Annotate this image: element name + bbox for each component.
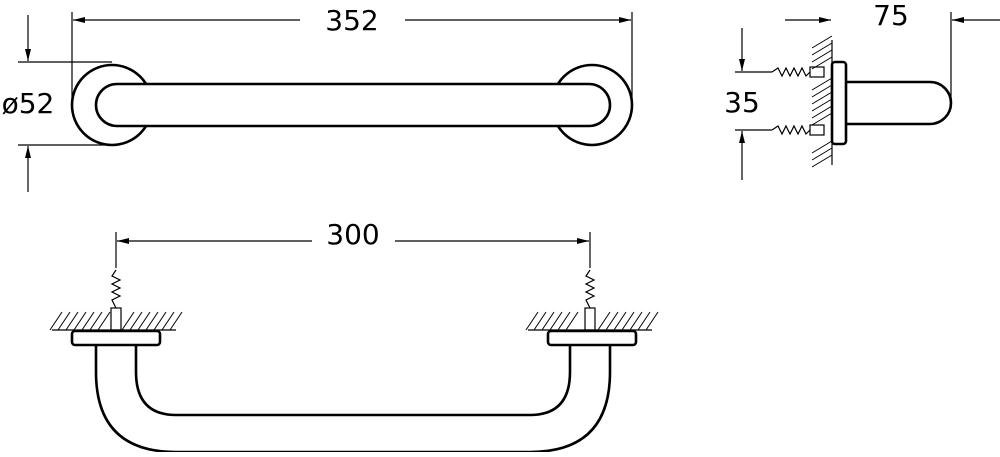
hatch-line bbox=[605, 311, 619, 331]
hatch-line bbox=[97, 311, 111, 331]
dim-rosette-diameter: ø52 bbox=[2, 87, 55, 120]
hatch-line bbox=[811, 112, 833, 126]
dim-projection: 75 bbox=[873, 0, 909, 32]
hatch-line bbox=[169, 311, 183, 331]
hatch-line bbox=[811, 42, 833, 56]
hatch-line bbox=[629, 311, 643, 331]
hatch-line bbox=[811, 140, 833, 154]
hatch-line bbox=[811, 147, 833, 161]
hatch-line bbox=[549, 311, 563, 331]
hatch-line bbox=[637, 311, 651, 331]
dim-bar-offset: 35 bbox=[724, 86, 760, 119]
dim-fixing-centres: 300 bbox=[326, 218, 379, 251]
hatch-line bbox=[65, 311, 79, 331]
hatch-line bbox=[73, 311, 87, 331]
hatch-line bbox=[525, 311, 539, 331]
side-view: 75 35 bbox=[724, 0, 1000, 180]
hatch-line bbox=[811, 91, 833, 105]
hatch-line bbox=[81, 311, 95, 331]
grab-bar bbox=[94, 82, 612, 128]
wall-hatching-top-view bbox=[49, 311, 659, 331]
hatch-line bbox=[645, 311, 659, 331]
hatch-line bbox=[811, 35, 833, 49]
hatch-line bbox=[137, 311, 151, 331]
front-view: 352 ø52 bbox=[2, 4, 634, 192]
hatch-line bbox=[153, 311, 167, 331]
rosette-right-top bbox=[546, 329, 638, 347]
rosette-plate bbox=[830, 60, 848, 146]
screw-lower bbox=[771, 124, 825, 136]
hatch-line bbox=[145, 311, 159, 331]
hatch-line bbox=[597, 311, 611, 331]
dim-total-length: 352 bbox=[325, 4, 378, 37]
top-view: 300 bbox=[49, 218, 659, 454]
hatch-line bbox=[565, 311, 579, 331]
hatch-line bbox=[613, 311, 627, 331]
hatch-line bbox=[541, 311, 555, 331]
hatch-line bbox=[533, 311, 547, 331]
bar-inner bbox=[134, 345, 572, 417]
bar-outer bbox=[94, 345, 612, 454]
hatch-line bbox=[811, 84, 833, 98]
screw-left bbox=[110, 269, 122, 331]
hatch-line bbox=[89, 311, 103, 331]
hatch-line bbox=[811, 98, 833, 112]
hatch-line bbox=[121, 311, 135, 331]
hatch-line bbox=[161, 311, 175, 331]
hatch-line bbox=[129, 311, 143, 331]
wall-hatching bbox=[811, 35, 833, 168]
hatch-line bbox=[811, 154, 833, 168]
hatch-line bbox=[811, 49, 833, 63]
hatch-line bbox=[557, 311, 571, 331]
bar-side bbox=[846, 80, 953, 126]
hatch-line bbox=[811, 77, 833, 91]
rosette-left-top bbox=[70, 329, 162, 347]
hatch-line bbox=[57, 311, 71, 331]
hatch-line bbox=[49, 311, 63, 331]
hatch-line bbox=[621, 311, 635, 331]
screw-right bbox=[584, 269, 596, 331]
screw-upper bbox=[771, 66, 825, 78]
hatch-line bbox=[811, 105, 833, 119]
